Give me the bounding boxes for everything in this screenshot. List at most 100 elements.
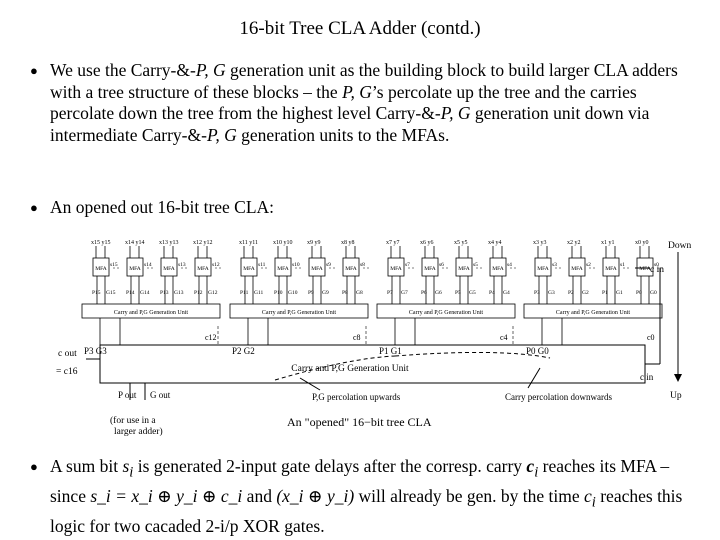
mfa-label: MFA	[424, 266, 436, 272]
bullet-3: ● A sum bit si is generated 2-input gate…	[30, 455, 690, 539]
g-out-label: G out	[150, 390, 171, 400]
bullet-3-text: A sum bit si is generated 2-input gate d…	[50, 456, 683, 536]
mfa-block	[92, 257, 110, 277]
p-label: P11	[240, 290, 249, 296]
sum-label: s1	[620, 262, 625, 268]
group-pg-label: P2 G2	[232, 346, 255, 356]
larger-adder-label: larger adder)	[114, 426, 163, 437]
mfa-block	[534, 257, 552, 277]
unit-label: Carry and P,G Generation Unit	[556, 310, 630, 316]
input-label: x3 y3	[533, 240, 547, 246]
mfa-block	[126, 257, 144, 277]
g-label: G1	[616, 290, 623, 296]
mfa-block	[602, 257, 620, 277]
g-label: G15	[106, 290, 116, 296]
input-label: x5 y5	[454, 240, 468, 246]
p-label: P8	[342, 290, 348, 296]
mfa-label: MFA	[311, 266, 323, 272]
g-label: G4	[503, 290, 510, 296]
unit-label: Carry and P,G Generation Unit	[262, 310, 336, 316]
sum-label: s6	[439, 262, 444, 268]
mfa-block	[489, 257, 507, 277]
mfa-block	[240, 257, 258, 277]
unit-label: Carry and P,G Generation Unit	[409, 310, 483, 316]
carry-pg-unit	[376, 303, 516, 319]
mfa-block	[387, 257, 405, 277]
mfa-block	[455, 257, 473, 277]
g-label: G12	[208, 290, 218, 296]
group-pg-label: P3 G3	[84, 346, 107, 356]
mfa-label: MFA	[537, 266, 549, 272]
g-label: G10	[288, 290, 298, 296]
g-label: G6	[435, 290, 442, 296]
p-label: P0	[636, 290, 642, 296]
sum-label: s7	[405, 262, 410, 268]
mfa-block	[274, 257, 292, 277]
input-label: x9 y9	[307, 240, 321, 246]
c-in-top-label: c in	[640, 372, 654, 382]
bullet-1-text: We use the Carry-&-P, G generation unit …	[50, 60, 678, 145]
p-label: P3	[534, 290, 540, 296]
mfa-label: MFA	[390, 266, 402, 272]
p-label: P2	[568, 290, 574, 296]
sum-label: s0	[654, 262, 659, 268]
g-label: G14	[140, 290, 150, 296]
sum-label: s15	[110, 262, 118, 268]
bullet-dot-icon: ●	[30, 63, 38, 78]
sum-label: s2	[586, 262, 591, 268]
mfa-label: MFA	[243, 266, 255, 272]
bullet-dot-icon: ●	[30, 459, 38, 474]
input-label: x13 y13	[159, 240, 179, 246]
mfa-label: MFA	[163, 266, 175, 272]
figure-caption: An "opened" 16−bit tree CLA	[287, 415, 432, 429]
input-label: x12 y12	[193, 240, 213, 246]
sum-label: s12	[212, 262, 220, 268]
group-pg-label: P0 G0	[526, 346, 549, 356]
sum-label: s11	[258, 262, 266, 268]
sum-label: s5	[473, 262, 478, 268]
mfa-label: MFA	[95, 266, 107, 272]
mfa-block	[308, 257, 326, 277]
bullet-1: ● We use the Carry-&-P, G generation uni…	[30, 60, 690, 146]
sum-label: s4	[507, 262, 512, 268]
input-label: x2 y2	[567, 240, 581, 246]
input-label: x8 y8	[341, 240, 355, 246]
p-label: P4	[489, 290, 495, 296]
top-unit-label: Carry and P,G Generation Unit	[291, 364, 409, 374]
p-label: P15	[92, 290, 101, 296]
carry-in-label: c0	[647, 333, 655, 342]
input-label: x4 y4	[488, 240, 502, 246]
p-label: P5	[455, 290, 461, 296]
mfa-label: MFA	[197, 266, 209, 272]
mfa-block	[568, 257, 586, 277]
input-label: x15 y15	[91, 240, 111, 246]
p-label: P10	[274, 290, 283, 296]
bullet-2: ● An opened out 16-bit tree CLA:	[30, 197, 690, 219]
down-label: Down	[668, 241, 691, 251]
up-label: Up	[670, 391, 682, 401]
input-label: x1 y1	[601, 240, 615, 246]
mfa-label: MFA	[639, 266, 651, 272]
mfa-block	[194, 257, 212, 277]
c16-label: = c16	[56, 367, 78, 377]
input-label: x0 y0	[635, 240, 649, 246]
carry-in-label: c4	[500, 333, 508, 342]
mfa-block	[636, 257, 654, 277]
input-label: x11 y11	[239, 240, 258, 246]
carry-pg-unit	[81, 303, 221, 319]
mfa-block	[421, 257, 439, 277]
p-label: P14	[126, 290, 135, 296]
input-label: x10 y10	[273, 240, 293, 246]
p-label: P1	[602, 290, 608, 296]
sum-label: s13	[178, 262, 186, 268]
sum-label: s3	[552, 262, 557, 268]
input-label: x7 y7	[386, 240, 400, 246]
c-in-label: c in	[650, 265, 664, 275]
mfa-label: MFA	[277, 266, 289, 272]
g-label: G0	[650, 290, 657, 296]
sum-label: s14	[144, 262, 152, 268]
mfa-label: MFA	[605, 266, 617, 272]
page-title: 16-bit Tree CLA Adder (contd.)	[239, 18, 481, 39]
p-label: P12	[194, 290, 203, 296]
